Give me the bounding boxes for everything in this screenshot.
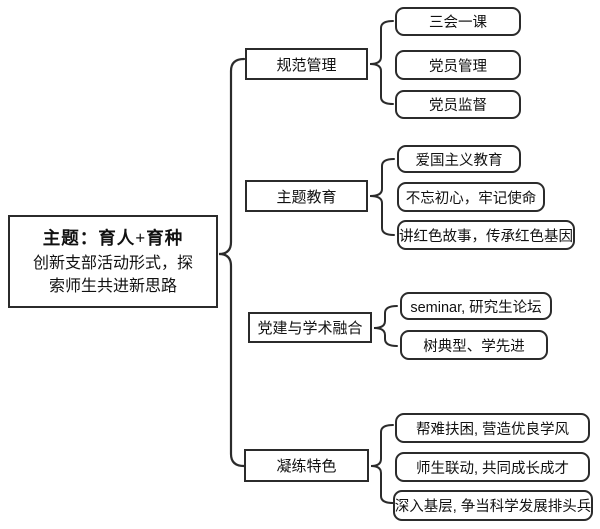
root-node: 主题：育人+育种 创新支部活动形式，探索师生共进新思路: [8, 215, 218, 308]
branch-node-party-academic-integration: 党建与学术融合: [248, 312, 372, 343]
root-subtitle: 创新支部活动形式，探索师生共进新思路: [32, 254, 193, 295]
leaf-node: 师生联动, 共同成长成才: [395, 452, 590, 482]
leaf-node: 树典型、学先进: [400, 330, 548, 360]
leaf-node: 三会一课: [395, 7, 521, 36]
leaf-node: 深入基层, 争当科学发展排头兵: [393, 490, 593, 521]
root-title: 主题：育人+育种: [42, 227, 184, 248]
leaf-node: 帮难扶困, 营造优良学风: [395, 413, 590, 443]
leaf-node: 讲红色故事，传承红色基因: [397, 220, 575, 250]
branch-node-standard-management: 规范管理: [245, 48, 368, 80]
branch-node-distill-features: 凝练特色: [244, 449, 369, 482]
leaf-node: 爱国主义教育: [397, 145, 521, 173]
branch-node-theme-education: 主题教育: [245, 180, 368, 212]
leaf-node: 不忘初心，牢记使命: [397, 182, 545, 212]
leaf-node: 党员监督: [395, 90, 521, 119]
leaf-node: seminar, 研究生论坛: [400, 292, 552, 320]
leaf-node: 党员管理: [395, 50, 521, 80]
